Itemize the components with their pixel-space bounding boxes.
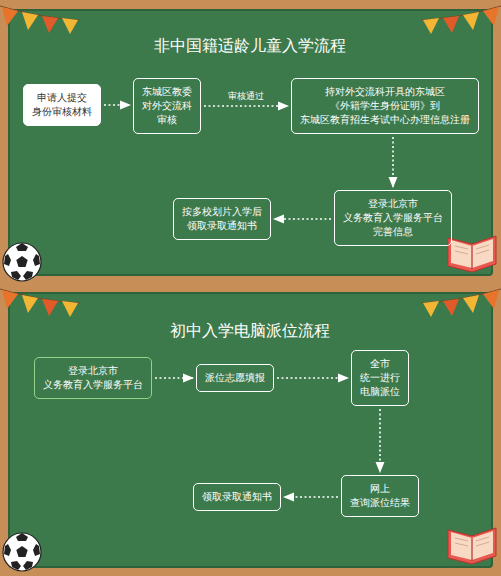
box-text: 登录北京市 义务教育入学服务平台 xyxy=(43,364,143,392)
dotted-arrow xyxy=(284,496,338,498)
process-box: 领取录取通知书 xyxy=(193,483,281,511)
box-text: 持对外交流科开具的东城区 《外籍学生身份证明》到 东城区教育招生考试中心办理信息… xyxy=(300,85,470,127)
box-text: 派位志愿填报 xyxy=(205,371,265,385)
box-text: 按多校划片入学后 领取录取通知书 xyxy=(182,205,262,233)
process-box: 派位志愿填报 xyxy=(196,364,274,392)
dotted-arrow xyxy=(204,105,288,107)
box-text: 网上 查询派位结果 xyxy=(350,482,410,510)
dotted-arrow xyxy=(277,377,348,379)
box-text: 申请人提交 身份审核材料 xyxy=(32,91,92,119)
dotted-arrow xyxy=(155,377,193,379)
dotted-arrow xyxy=(274,218,331,220)
process-box: 登录北京市 义务教育入学服务平台 完善信息 xyxy=(334,190,452,246)
dotted-arrow xyxy=(104,104,130,106)
dotted-arrow xyxy=(379,409,381,472)
process-box: 按多校划片入学后 领取录取通知书 xyxy=(173,198,271,240)
process-box: 东城区教委 对外交流科 审核 xyxy=(133,78,201,134)
dotted-arrow xyxy=(392,137,394,187)
process-box: 申请人提交 身份审核材料 xyxy=(23,84,101,126)
panel-heading: 初中入学电脑派位流程 xyxy=(170,321,330,342)
box-text: 东城区教委 对外交流科 审核 xyxy=(142,85,192,127)
process-box: 登录北京市 义务教育入学服务平台 xyxy=(34,357,152,399)
panel-heading: 非中国籍适龄儿童入学流程 xyxy=(154,36,346,57)
box-text: 领取录取通知书 xyxy=(202,490,272,504)
box-text: 全市 统一进行 电脑派位 xyxy=(360,357,400,399)
box-text: 登录北京市 义务教育入学服务平台 完善信息 xyxy=(343,197,443,239)
process-box: 网上 查询派位结果 xyxy=(341,475,419,517)
process-box: 全市 统一进行 电脑派位 xyxy=(351,350,409,406)
edge-label: 审核通过 xyxy=(228,90,264,103)
process-box: 持对外交流科开具的东城区 《外籍学生身份证明》到 东城区教育招生考试中心办理信息… xyxy=(291,78,479,134)
